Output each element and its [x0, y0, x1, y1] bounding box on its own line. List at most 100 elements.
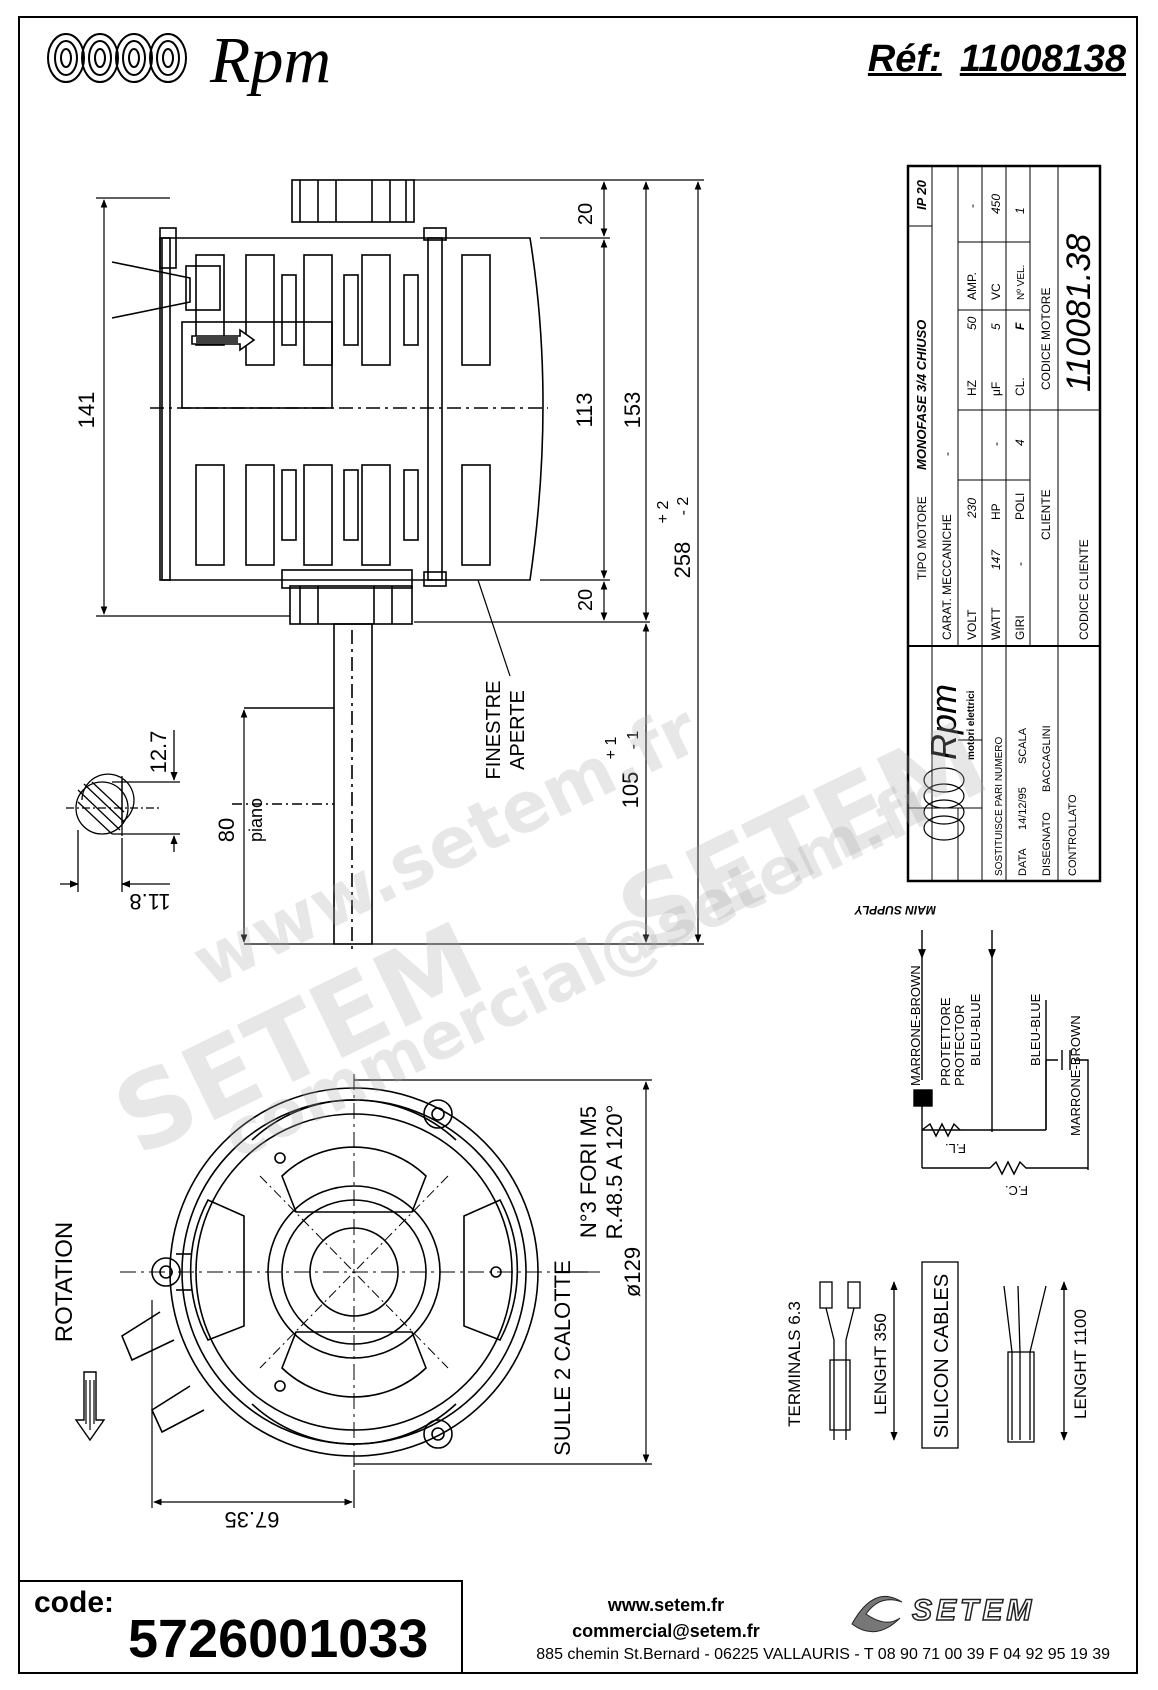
- ref-label: Réf:: [867, 38, 942, 80]
- tb-scala-label: SCALA: [1017, 727, 1029, 764]
- ref-value: 11008138: [959, 38, 1126, 80]
- label-silicon-cables: SILICON CABLES: [931, 1274, 953, 1439]
- tb-carat-label: CARAT. MECCANICHE: [940, 514, 954, 640]
- tb-giri-value: -: [1013, 562, 1027, 566]
- tb-hp-value: -: [989, 442, 1003, 446]
- dim-153: 153: [620, 392, 645, 429]
- tb-disegnato-value: BACCAGLINI: [1041, 725, 1053, 792]
- tb-carat-value: -: [940, 452, 954, 456]
- tb-poli-value: 4: [1013, 439, 1027, 446]
- tb-data-value: 14/12/95: [1017, 787, 1029, 830]
- label-piano: piano: [246, 798, 266, 842]
- tb-hz-value: 50: [965, 316, 979, 330]
- tb-tipo-motore-label: TIPO MOTORE: [915, 496, 929, 580]
- wiring-bleu-blue-2: BLEU-BLUE: [1028, 993, 1043, 1066]
- dim-12-7: 12.7: [146, 731, 171, 774]
- tb-amp-value: -: [965, 204, 979, 208]
- wiring-protettore: PROTETTORE: [938, 997, 953, 1086]
- product-code-box: code: 5726001033: [18, 1580, 463, 1674]
- tb-vel-value: 1: [1013, 207, 1027, 214]
- email-link[interactable]: commercial@setem.fr: [572, 1621, 760, 1641]
- setem-swoosh-icon: [851, 1595, 903, 1633]
- rpm-coil-logo: [47, 33, 187, 83]
- cables-drawings: [819, 1261, 1068, 1449]
- setem-logo-text: SETEM: [911, 1593, 1036, 1628]
- tb-data-label: DATA: [1017, 848, 1029, 876]
- dim-diameter-129: ø129: [620, 1247, 645, 1297]
- tb-vc-value: 450: [989, 194, 1003, 214]
- tb-codice-motore-label: CODICE MOTORE: [1039, 288, 1053, 390]
- wiring-diagram: [913, 930, 1089, 1176]
- address-line: 885 chemin St.Bernard - 06225 VALLAURIS …: [536, 1646, 1110, 1663]
- tb-sostituisce-label: SOSTITUISCE PARI NUMERO: [994, 737, 1005, 876]
- label-raggio: R.48.5 A 120°: [602, 1105, 627, 1240]
- motor-side-view: [111, 179, 548, 950]
- dim-258: 258: [670, 542, 695, 579]
- tb-vel-label: Nº VEL.: [1016, 265, 1027, 300]
- wiring-bleu-blue-1: BLEU-BLUE: [968, 993, 983, 1066]
- dim-258-tol-plus: + 2: [655, 501, 672, 524]
- motor-front-view: [120, 1074, 600, 1480]
- tb-logo-text: Rpm: [923, 684, 964, 760]
- wiring-fc: F.C.: [1005, 1183, 1028, 1198]
- tb-hp-label: HP: [989, 503, 1003, 520]
- dim-20-top: 20: [575, 203, 597, 225]
- label-terminals: TERMINALS 6.3: [785, 1301, 804, 1427]
- contact-block: www.setem.fr commercial@setem.fr: [470, 1592, 862, 1644]
- website-link[interactable]: www.setem.fr: [607, 1595, 725, 1615]
- tb-cl-label: CL.: [1013, 377, 1027, 396]
- dim-67-35: 67.35: [224, 1507, 279, 1532]
- tb-poli-label: POLI: [1013, 493, 1027, 520]
- tb-logo-sub: motori elettrici: [966, 690, 977, 760]
- dim-80: 80: [214, 818, 239, 842]
- label-rotation: ROTATION: [51, 1222, 78, 1342]
- brand-name: Rpm: [210, 24, 331, 97]
- wiring-labels: MAIN SUPPLY MARRONE-BROWN PROTETTORE PRO…: [854, 903, 1083, 1198]
- label-calotte: SULLE 2 CALOTTE: [550, 1260, 575, 1456]
- label-finestre: FINESTRE: [483, 681, 505, 780]
- tb-cl-value: F: [1013, 322, 1027, 330]
- dim-105-tol-minus: - 1: [625, 731, 642, 750]
- label-aperte: APERTE: [507, 690, 529, 770]
- tb-watt-label: WATT: [989, 607, 1003, 640]
- title-block-text: TIPO MOTORE MONOFASE 3/4 CHIUSO IP 20 CA…: [914, 179, 1098, 876]
- tb-hz-label: HZ: [965, 380, 979, 396]
- tb-cliente-label: CLIENTE: [1039, 489, 1053, 540]
- code-value: 5726001033: [128, 1609, 429, 1669]
- code-label: code:: [34, 1586, 115, 1619]
- dim-105-tol-plus: + 1: [603, 737, 620, 760]
- shaft-section: [60, 730, 180, 892]
- tb-codice-motore-value: 110081.38: [1060, 234, 1098, 392]
- tb-disegnato-label: DISEGNATO: [1041, 812, 1053, 876]
- wiring-marrone-brown-1: MARRONE-BROWN: [908, 965, 923, 1086]
- tb-giri-label: GIRI: [1013, 615, 1027, 640]
- tb-controllato-label: CONTROLLATO: [1067, 794, 1079, 876]
- dim-20-bottom: 20: [575, 589, 597, 611]
- label-lenght-350: LENGHT 350: [871, 1313, 890, 1415]
- dim-141: 141: [74, 392, 99, 429]
- dim-113: 113: [572, 392, 597, 427]
- title-block: [906, 164, 1102, 883]
- label-lenght-1100: LENGHT 1100: [1071, 1309, 1090, 1419]
- dim-105: 105: [618, 772, 643, 809]
- dim-258-tol-minus: - 2: [675, 497, 692, 516]
- tb-codice-cliente-label: CODICE CLIENTE: [1077, 539, 1091, 640]
- wiring-marrone-brown-2: MARRONE-BROWN: [1068, 1015, 1083, 1136]
- wiring-protector: PROTECTOR: [952, 1005, 967, 1086]
- tb-tipo-motore-value: MONOFASE 3/4 CHIUSO: [914, 320, 929, 470]
- wiring-main-supply: MAIN SUPPLY: [854, 903, 936, 917]
- tb-volt-value: 230: [965, 498, 979, 519]
- tb-amp-label: AMP.: [965, 272, 979, 300]
- tb-watt-value: 147: [989, 549, 1003, 570]
- wiring-fl: F.L.: [945, 1141, 966, 1156]
- drawing-sheet: [18, 16, 1138, 1674]
- reference-number: Réf: 11008138: [868, 38, 1126, 81]
- tb-ip: IP 20: [914, 179, 929, 210]
- tb-vc-label: VC: [989, 283, 1003, 300]
- label-fori: N°3 FORI M5: [576, 1106, 601, 1238]
- tb-volt-label: VOLT: [965, 609, 979, 640]
- tb-uf-value: 5: [989, 323, 1003, 330]
- dim-11-8: 11.8: [129, 889, 170, 914]
- tb-uf-label: μF: [989, 382, 1003, 396]
